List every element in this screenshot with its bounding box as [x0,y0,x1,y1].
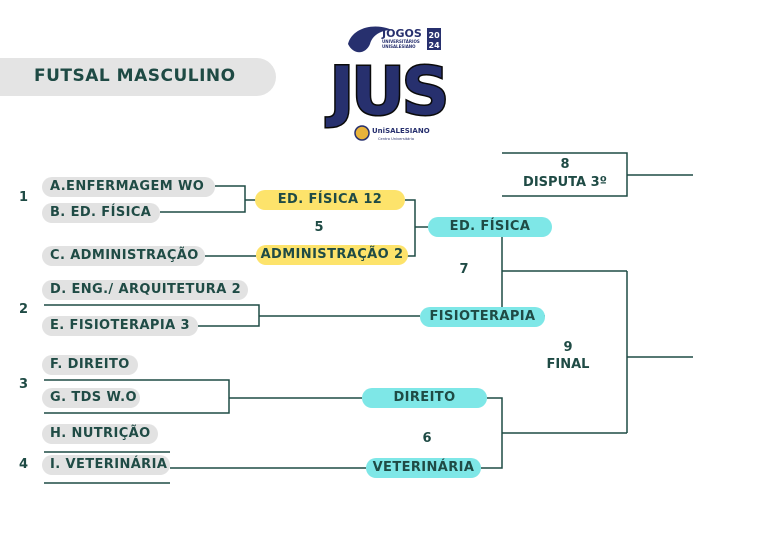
winner-fisioterapia: FISIOTERAPIA [420,307,545,327]
logo-org-sub-text: Centro Universitário [378,137,414,141]
final-label: FINAL [546,357,590,372]
game-number-5: 5 [314,220,324,235]
page-title: FUTSAL MASCULINO [34,66,236,86]
winner-veterinaria: VETERINÁRIA [366,458,481,478]
team-a: A.ENFERMAGEM WO [42,177,215,197]
game-number-8: 8 [560,157,570,172]
group-number-4: 4 [19,457,29,472]
game-number-7: 7 [459,262,469,277]
logo-top-text: JOGOS [381,27,422,40]
group-number-3: 3 [19,377,29,392]
title-bar [0,58,276,96]
logo-sub2-text: UNISALESIANO [382,44,416,49]
logo-main-text: JUS [326,53,447,130]
game-number-6: 6 [422,431,432,446]
logo-org-text: UniSALESIANO [372,127,430,135]
team-h: H. NUTRIÇÃO [42,424,158,444]
logo-sub1-text: UNIVERSITÁRIOS [382,39,420,44]
team-f: F. DIREITO [42,355,138,375]
shield-icon [354,125,370,141]
group-number-1: 1 [19,190,29,205]
jus-logo: JOGOS UNIVERSITÁRIOS UNISALESIANO 20 24 … [324,26,451,141]
logo-year2-text: 24 [429,41,441,50]
group-number-2: 2 [19,302,29,317]
swoosh-icon [348,26,392,53]
disputa-3-label: DISPUTA 3º [523,175,607,190]
team-d: D. ENG./ ARQUITETURA 2 [42,280,248,300]
round2-administracao: ADMINISTRAÇÃO 2 [256,245,408,265]
team-c: C. ADMINISTRAÇÃO [42,246,205,266]
team-g: G. TDS W.O [42,388,140,408]
game-number-9: 9 [563,340,573,355]
team-i: I. VETERINÁRIA [42,455,170,475]
team-b: B. ED. FÍSICA [42,203,160,223]
team-e: E. FISIOTERAPIA 3 [42,316,198,336]
winner-edfisica: ED. FÍSICA [428,217,552,237]
winner-direito: DIREITO [362,388,487,408]
logo-year1-text: 20 [429,31,441,40]
round2-edfisica: ED. FÍSICA 12 [255,190,405,210]
